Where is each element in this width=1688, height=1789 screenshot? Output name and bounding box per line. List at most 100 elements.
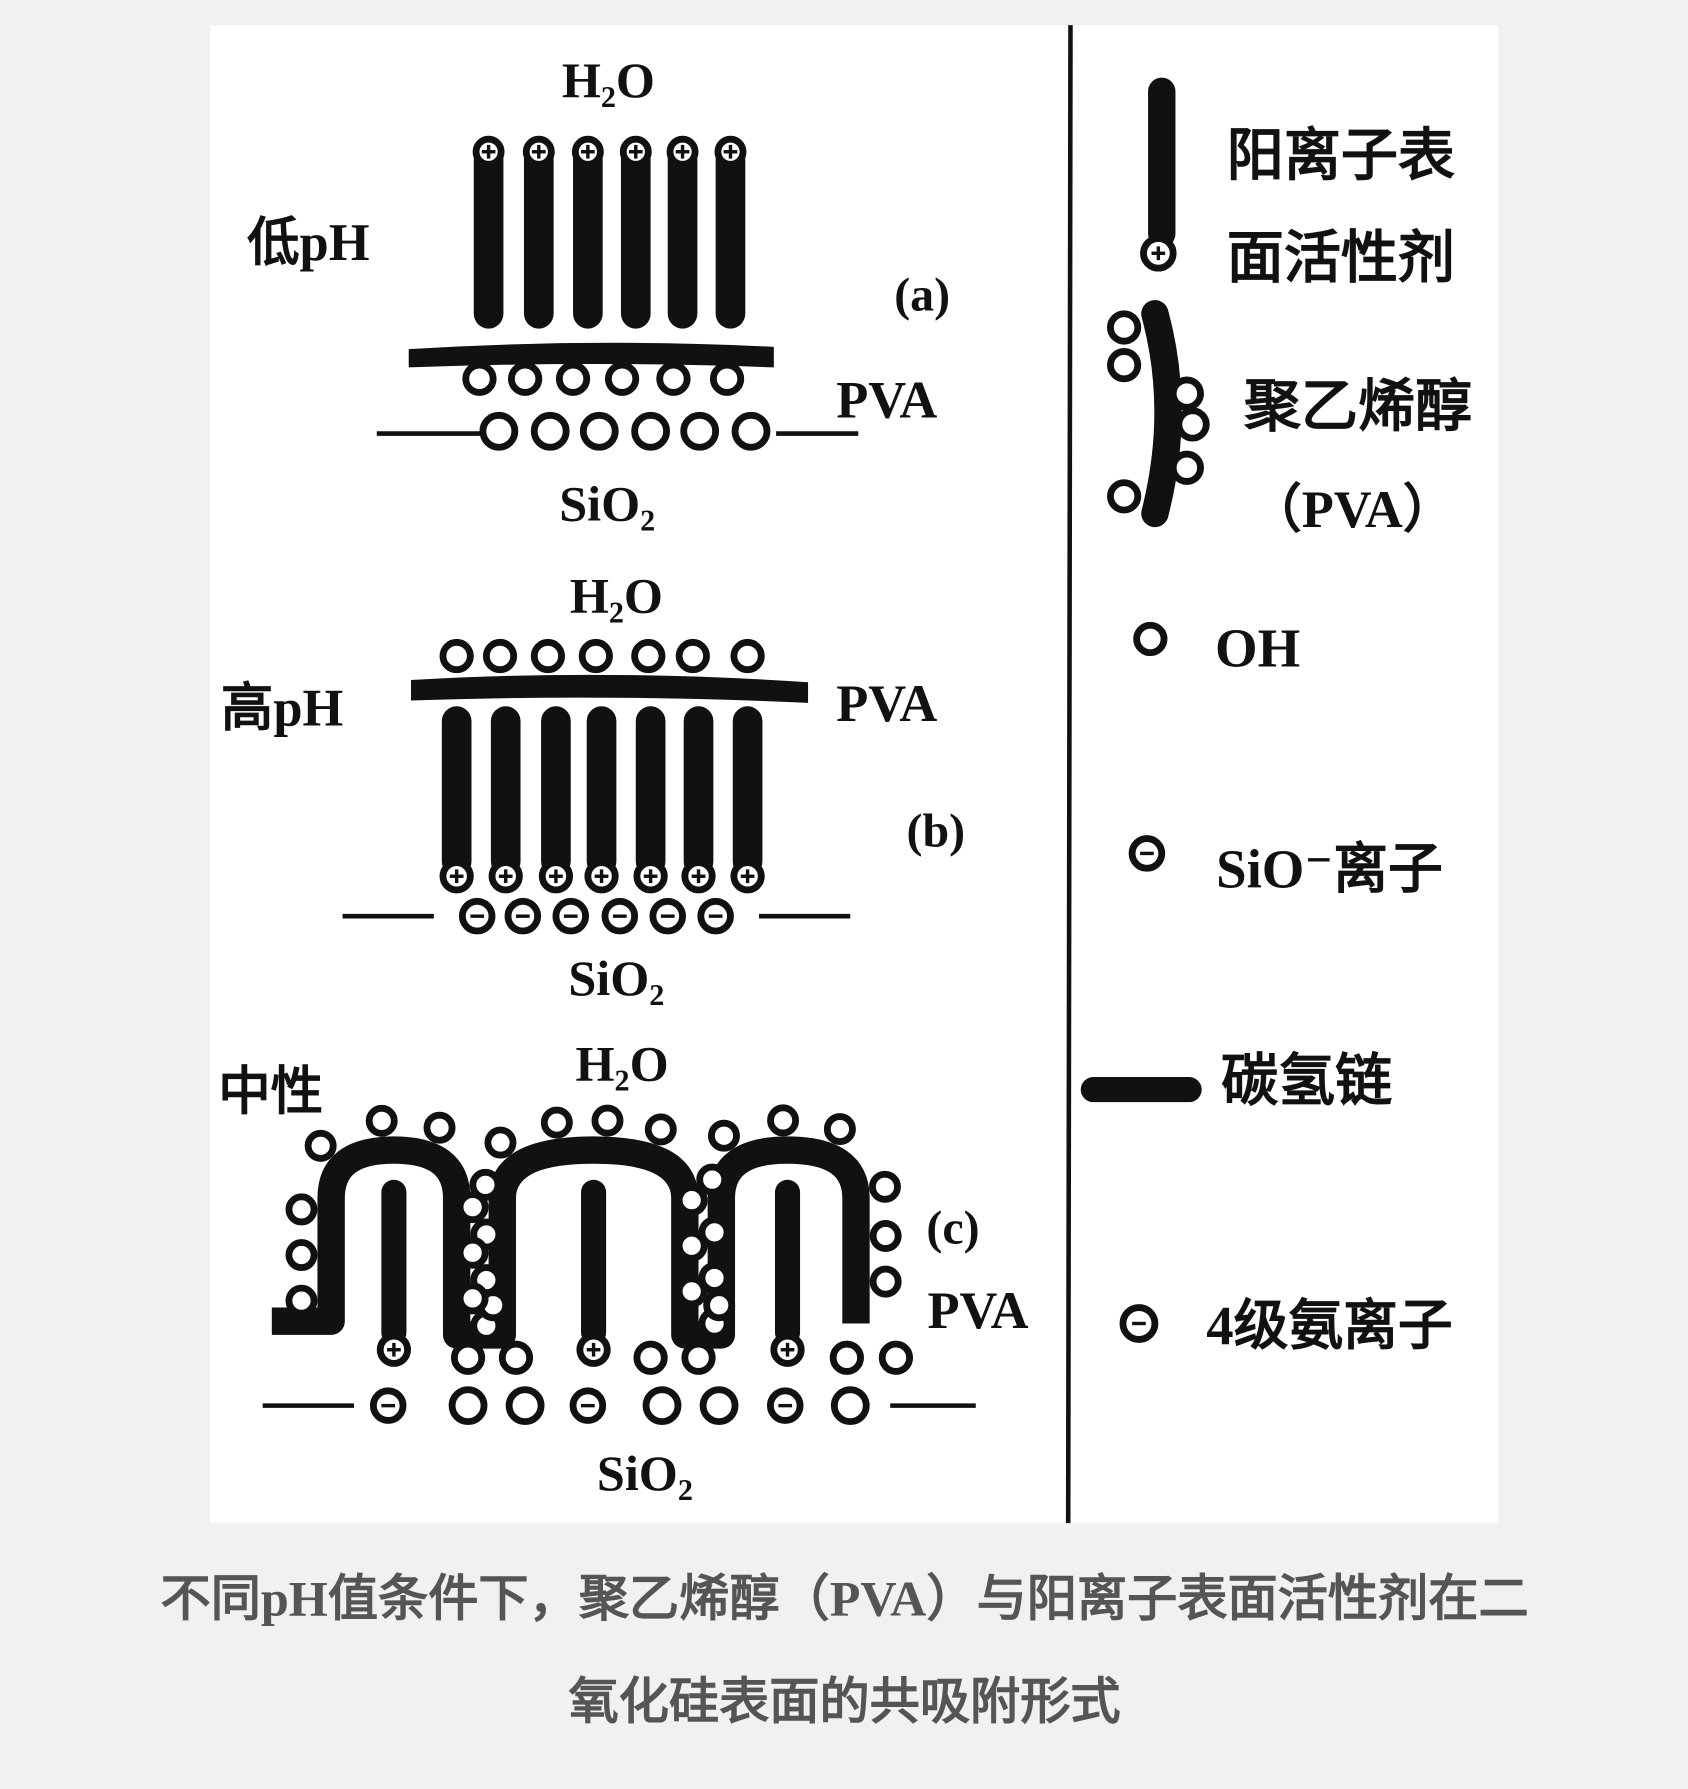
cation-head-icon <box>730 859 765 894</box>
panel-a-pva-label: PVA <box>836 372 937 430</box>
hydroxyl-icon <box>829 1340 864 1375</box>
anion-icon <box>766 1387 804 1424</box>
ion-circle <box>456 1282 489 1315</box>
hydroxyl-icon <box>1133 621 1168 657</box>
hydroxyl-icon <box>699 1386 739 1426</box>
ion-circle <box>656 361 691 396</box>
ion-circle <box>703 1289 736 1322</box>
hydroxyl-icon <box>456 1236 489 1269</box>
ion-circle <box>439 638 474 674</box>
hydroxyl-icon <box>631 411 671 451</box>
anion-icon <box>1128 835 1166 872</box>
anion-icon <box>601 897 639 935</box>
ion-circle <box>823 1113 856 1146</box>
hydroxyl-icon <box>456 1282 489 1315</box>
ion-circle <box>1175 407 1210 442</box>
cation-head-icon <box>576 1332 611 1367</box>
ion-circle <box>530 411 570 451</box>
ion-circle <box>456 1236 489 1269</box>
hydroxyl-icon <box>675 1275 708 1308</box>
hydroxyl-icon <box>631 638 666 674</box>
hydroxyl-icon <box>830 1386 870 1426</box>
hydroxyl-icon <box>285 1284 318 1317</box>
hydroxyl-icon <box>579 411 619 451</box>
hydroxyl-icon <box>479 411 519 451</box>
ion-circle <box>579 411 619 451</box>
hydroxyl-icon <box>423 1111 456 1144</box>
cation-head-icon <box>472 135 505 168</box>
panel-b-tag: (b) <box>907 805 966 858</box>
ion-circle <box>1106 479 1142 514</box>
legend: 阳离子表 面活性剂 聚乙烯醇 （PVA） OH SiO⁻离子 碳氢链 4级氨离子 <box>1080 77 1472 1356</box>
ion-circle <box>829 1340 864 1375</box>
ion-circle <box>869 1265 902 1298</box>
ion-circle <box>423 1111 456 1144</box>
panel-c-substrate-label: SiO₂ <box>597 1445 693 1501</box>
cation-head-icon <box>538 859 574 894</box>
ion-circle <box>631 638 666 674</box>
hydroxyl-icon <box>1106 479 1142 514</box>
legend-ammonium-label: 4级氨离子 <box>1206 1295 1452 1356</box>
cation-head-icon <box>714 135 747 168</box>
cation-head-icon <box>584 859 619 894</box>
anion-icon <box>649 897 686 935</box>
ion-circle <box>731 411 771 451</box>
ion-circle <box>709 361 745 396</box>
ion-circle <box>699 1386 739 1426</box>
hydroxyl-icon <box>540 1106 573 1139</box>
ion-circle <box>482 638 518 674</box>
ion-circle <box>507 361 543 396</box>
hydroxyl-icon <box>675 1229 708 1262</box>
hydroxyl-icon <box>304 1129 337 1162</box>
anion-icon <box>1119 1304 1159 1343</box>
hydroxyl-icon <box>644 1113 677 1146</box>
ion-circle <box>1106 347 1142 383</box>
ion-circle <box>681 1340 716 1375</box>
ion-circle <box>633 1340 668 1375</box>
anion-icon <box>552 897 589 935</box>
panel-b-water-label: H₂O <box>570 568 663 624</box>
ion-circle <box>642 1386 682 1426</box>
anion-icon <box>369 1387 407 1424</box>
ion-circle <box>540 1106 573 1139</box>
ion-circle <box>304 1129 337 1162</box>
pva-icon-chain <box>1141 300 1182 528</box>
legend-surfactant-label-1: 阳离子表 <box>1227 125 1455 188</box>
ion-circle <box>365 1104 398 1137</box>
hydroxyl-icon <box>456 1191 489 1224</box>
cation-head-icon <box>619 135 652 168</box>
anion-icon <box>697 897 734 935</box>
hydroxyl-icon <box>730 638 765 674</box>
hydroxyl-icon <box>681 1340 716 1375</box>
ion-circle <box>698 1216 731 1249</box>
pva-chain <box>271 1136 870 1349</box>
hydroxyl-icon <box>462 361 497 396</box>
hydroxyl-icon <box>709 361 745 396</box>
hydroxyl-icon <box>656 361 691 396</box>
ion-circle <box>1106 310 1142 345</box>
hydroxyl-icon <box>707 1119 740 1152</box>
pva-chain <box>408 342 774 368</box>
cation-head-icon <box>522 135 555 168</box>
hydroxyl-icon <box>823 1113 856 1146</box>
ion-circle <box>530 638 566 674</box>
hydroxyl-icon <box>507 361 543 396</box>
panel-a-condition-label: 低pH <box>247 214 369 272</box>
cation-head-icon <box>1140 235 1177 272</box>
cation-head-icon <box>439 859 474 894</box>
ion-circle <box>484 1126 517 1159</box>
cation-head-icon <box>633 859 668 894</box>
ion-circle <box>696 1163 729 1196</box>
ion-circle <box>462 361 497 396</box>
ion-circle <box>448 1386 488 1426</box>
hydroxyl-icon <box>469 1168 502 1201</box>
caption-line-2: 氧化硅表面的共吸附形式 <box>569 1673 1121 1729</box>
ion-circle <box>498 1340 534 1375</box>
hydroxyl-icon <box>680 411 720 451</box>
hydroxyl-icon <box>285 1239 318 1272</box>
caption-line-1: 不同pH值条件下，聚乙烯醇（PVA）与阳离子表面活性剂在二 <box>161 1571 1529 1627</box>
hydroxyl-icon <box>1169 376 1204 411</box>
hydroxyl-icon <box>731 411 771 451</box>
ion-circle <box>631 411 671 451</box>
